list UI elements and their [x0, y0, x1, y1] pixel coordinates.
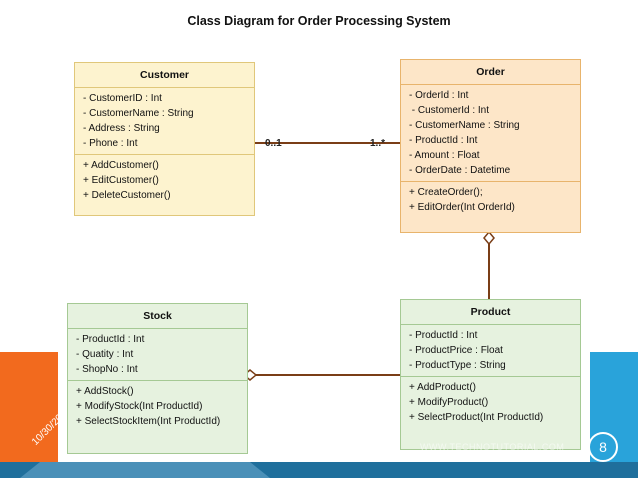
attribute: - ShopNo : Int: [76, 364, 138, 375]
order-aggregation-diamond: [483, 230, 495, 246]
methods-section: + CreateOrder(); + EditOrder(Int OrderId…: [401, 182, 580, 218]
attribute: - ProductPrice : Float: [409, 345, 503, 356]
attribute: - ProductId : Int: [409, 330, 478, 341]
diagram-title: Class Diagram for Order Processing Syste…: [187, 14, 451, 28]
attribute: - OrderDate : Datetime: [409, 165, 511, 176]
attribute: - Address : String: [83, 123, 160, 134]
method: + AddStock(): [76, 386, 134, 397]
footer-website: WWW.TECHNOTUTORIAL.COM: [420, 442, 565, 452]
method: + SelectProduct(Int ProductId): [409, 412, 544, 423]
attributes-section: - ProductId : Int - ProductPrice : Float…: [401, 325, 580, 377]
class-name: Stock: [68, 304, 247, 329]
attribute: - CustomerID : Int: [83, 93, 162, 104]
attributes-section: - CustomerID : Int - CustomerName : Stri…: [75, 88, 254, 155]
page-number: 8: [588, 432, 618, 462]
methods-section: + AddCustomer() + EditCustomer() + Delet…: [75, 155, 254, 206]
blue-accent-shape: [560, 352, 638, 478]
attribute: - OrderId : Int: [409, 90, 469, 101]
attribute: - ProductId : Int: [409, 135, 478, 146]
method: + ModifyStock(Int ProductId): [76, 401, 203, 412]
customer-multiplicity: 0..1: [265, 138, 282, 149]
class-stock[interactable]: Stock - ProductId : Int - Quatity : Int …: [67, 303, 248, 454]
class-customer[interactable]: Customer - CustomerID : Int - CustomerNa…: [74, 62, 255, 216]
order-multiplicity: 1..*: [370, 138, 386, 149]
attribute: - Quatity : Int: [76, 349, 134, 360]
attributes-section: - OrderId : Int - CustomerId : Int - Cus…: [401, 85, 580, 182]
class-order[interactable]: Order - OrderId : Int - CustomerId : Int…: [400, 59, 581, 233]
class-name: Order: [401, 60, 580, 85]
attribute: - Amount : Float: [409, 150, 480, 161]
attribute: - CustomerId : Int: [409, 105, 490, 116]
class-product[interactable]: Product - ProductId : Int - ProductPrice…: [400, 299, 581, 450]
method: + EditOrder(Int OrderId): [409, 202, 515, 213]
method: + EditCustomer(): [83, 175, 159, 186]
class-name: Customer: [75, 63, 254, 88]
orange-accent-shape: [0, 352, 58, 478]
method: + ModifyProduct(): [409, 397, 489, 408]
method: + CreateOrder();: [409, 187, 483, 198]
methods-section: + AddStock() + ModifyStock(Int ProductId…: [68, 381, 247, 432]
attribute: - CustomerName : String: [83, 108, 194, 119]
method: + AddProduct(): [409, 382, 476, 393]
method: + DeleteCustomer(): [83, 190, 171, 201]
method: + SelectStockItem(Int ProductId): [76, 416, 221, 427]
attribute: - CustomerName : String: [409, 120, 520, 131]
methods-section: + AddProduct() + ModifyProduct() + Selec…: [401, 377, 580, 428]
class-name: Product: [401, 300, 580, 325]
attribute: - ProductType : String: [409, 360, 506, 371]
attributes-section: - ProductId : Int - Quatity : Int - Shop…: [68, 329, 247, 381]
method: + AddCustomer(): [83, 160, 159, 171]
footer-stripe: [20, 462, 270, 478]
attribute: - ProductId : Int: [76, 334, 145, 345]
attribute: - Phone : Int: [83, 138, 138, 149]
